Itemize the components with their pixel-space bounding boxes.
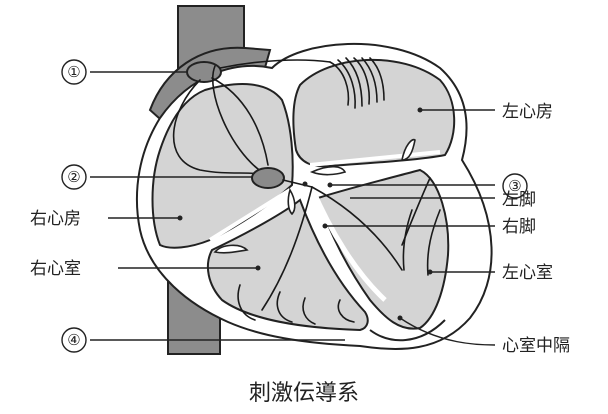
marker-4: ④ bbox=[62, 328, 86, 352]
sa-node bbox=[187, 62, 221, 82]
label-right-ventricle: 右心室 bbox=[30, 259, 81, 279]
av-node bbox=[252, 168, 284, 188]
left-atrium-cavity bbox=[293, 60, 454, 167]
label-right-bundle: 右脚 bbox=[502, 217, 536, 237]
svg-text:②: ② bbox=[67, 168, 80, 186]
label-right-atrium: 右心房 bbox=[30, 209, 81, 229]
caption: 刺激伝導系 bbox=[249, 381, 359, 406]
marker-1: ① bbox=[62, 60, 86, 84]
label-septum: 心室中隔 bbox=[502, 336, 570, 356]
svg-text:④: ④ bbox=[67, 331, 80, 349]
svg-text:①: ① bbox=[67, 63, 80, 81]
marker-2: ② bbox=[62, 165, 86, 189]
label-left-bundle: 左脚 bbox=[502, 190, 536, 210]
label-left-atrium: 左心房 bbox=[502, 102, 553, 122]
label-left-ventricle: 左心室 bbox=[502, 263, 553, 283]
